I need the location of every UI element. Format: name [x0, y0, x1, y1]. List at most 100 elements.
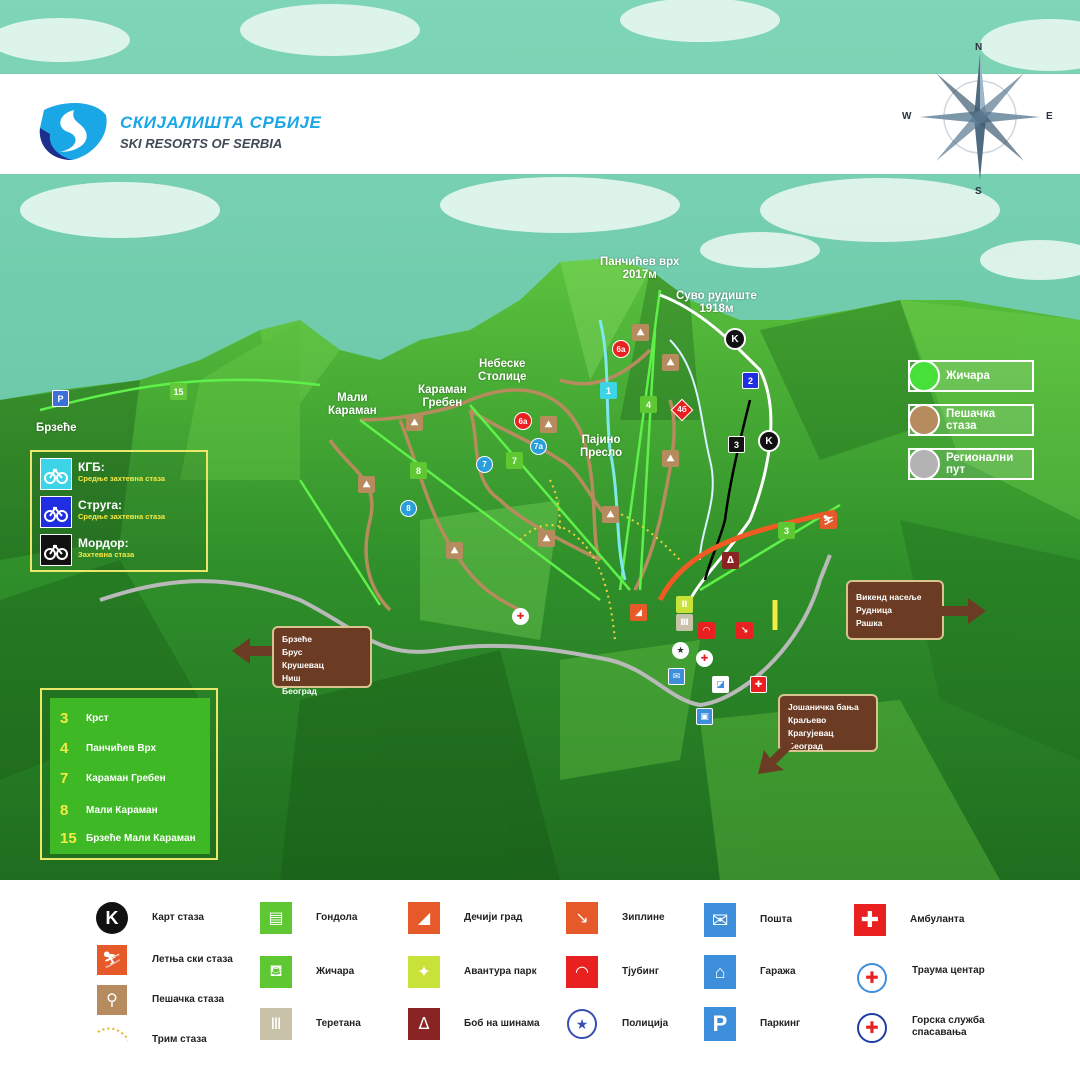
ambulance-marker-icon[interactable]: ✚: [750, 676, 767, 693]
tubing-icon: ◠: [566, 956, 598, 988]
hiking-marker-icon[interactable]: ⛰: [632, 324, 649, 341]
peak-suvo-elev: 1918м: [699, 303, 734, 315]
place-brzece: Брзеће: [36, 422, 77, 434]
legend-gym-label: Теретана: [316, 1018, 361, 1029]
run-6a-marker[interactable]: 6a: [612, 340, 630, 358]
place-mali-karaman-line2: Караман: [328, 405, 377, 417]
map-legend: K Карт стаза ⛷ Летња ски стаза ⚲ Пешачка…: [0, 880, 1080, 1080]
route-legend-hiking: Пешачка стаза: [908, 404, 1034, 436]
mountain-facets: [0, 258, 1080, 880]
gondola-15-marker[interactable]: 15: [170, 383, 187, 400]
gym-marker-icon[interactable]: Ⅲ: [676, 614, 693, 631]
hiking-marker-icon[interactable]: ⛰: [662, 450, 679, 467]
compass-east: E: [1046, 111, 1053, 122]
bike-mordor-difficulty: Захтевна стаза: [78, 550, 135, 559]
place-mali-karaman: Мали Караман: [328, 392, 377, 418]
kart-icon: K: [96, 902, 128, 934]
chairlift-legend-num: 8: [60, 802, 69, 819]
legend-kart-label: Карт стаза: [152, 912, 204, 923]
hiking-marker-icon[interactable]: ⛰: [538, 530, 555, 547]
legend-post-label: Пошта: [760, 914, 793, 925]
police-marker-icon[interactable]: ★: [672, 642, 689, 659]
hiking-marker-icon[interactable]: ⛰: [602, 506, 619, 523]
bike-trail-1-marker[interactable]: 1: [600, 382, 617, 399]
brand-title: СКИЈАЛИШТА СРБИЈЕ: [120, 113, 322, 132]
summer-ski-marker-icon[interactable]: ⛷: [820, 512, 837, 529]
zipline-marker-icon[interactable]: ↘: [736, 622, 753, 639]
run-8-marker[interactable]: 8: [400, 500, 417, 517]
chairlift-7-marker[interactable]: 7: [506, 452, 523, 469]
legend-mountain-rescue-line2: спасавања: [912, 1027, 967, 1038]
route-legend-hiking-line1: Пешачка: [946, 408, 996, 420]
legend-bobsled-label: Боб на шинама: [464, 1018, 540, 1029]
legend-trauma-center-label: Траума центар: [912, 965, 985, 976]
legend-trim-label: Трим стаза: [152, 1034, 207, 1045]
chairlift-3-marker[interactable]: 3: [778, 522, 795, 539]
legend-mountain-rescue-label: Горска служба спасавања: [912, 1015, 985, 1039]
legend-summer-ski-label: Летња ски стаза: [152, 954, 233, 965]
peak-pancic-name: Панчићев врх: [600, 256, 680, 268]
route-legend-road-label: Регионални пут: [946, 452, 1013, 476]
bike-struga-difficulty: Средње захтевна стаза: [78, 512, 166, 521]
chairlift-legend-num: 4: [60, 740, 69, 757]
hiking-marker-icon[interactable]: ⛰: [446, 542, 463, 559]
run-6a-lower-marker[interactable]: 6a: [514, 412, 532, 430]
place-nebeske-line2: Столице: [478, 371, 527, 383]
sign-west-line: Крушевац: [282, 660, 324, 670]
garage-icon: ⌂: [704, 955, 736, 989]
kart-marker-upper[interactable]: K: [724, 328, 746, 350]
trim-trail-icon: [96, 1024, 128, 1056]
hiking-marker-icon[interactable]: ⛰: [540, 416, 557, 433]
compass-rose: N S E W: [900, 40, 1060, 200]
run-7a-marker[interactable]: 7a: [530, 438, 547, 455]
bike-mordor-name: Мордор:: [78, 536, 129, 550]
bike-trail-3-marker[interactable]: 3: [728, 436, 745, 453]
summer-ski-path: [657, 509, 836, 602]
hiking-marker-icon[interactable]: ⛰: [406, 414, 423, 431]
chairlift-8-marker[interactable]: 8: [410, 462, 427, 479]
adventure-park-marker-icon[interactable]: Ⅱ: [676, 596, 693, 613]
bike-kgb-name: КГБ:: [78, 460, 105, 474]
tubing-marker-icon[interactable]: ◠: [698, 622, 715, 639]
route-legend-hiking-label: Пешачка стаза: [946, 408, 995, 432]
chairlift-4-marker[interactable]: 4: [640, 396, 657, 413]
legend-police-label: Полиција: [622, 1018, 669, 1029]
gym-icon: Ⅲ: [260, 1008, 292, 1040]
kids-park-marker-icon[interactable]: ◢: [630, 604, 647, 621]
bobsled-marker-icon[interactable]: ᐃ: [722, 552, 739, 569]
peak-pancic: Панчићев врх 2017м: [600, 256, 679, 282]
legend-hiking-label: Пешачка стаза: [152, 994, 225, 1005]
parking-small-marker-icon[interactable]: ◪: [712, 676, 729, 693]
sign-southeast-line: Београд: [788, 741, 823, 751]
mountain-rescue-marker-icon[interactable]: ✚: [512, 608, 529, 625]
legend-parking-label: Паркинг: [760, 1018, 801, 1029]
sign-east-line: Рудница: [856, 605, 892, 615]
bike-trail-struga: [669, 339, 714, 561]
direction-sign-east: Викенд насеље Рудница Рашка: [846, 580, 944, 640]
parking-marker-icon[interactable]: P: [52, 390, 69, 407]
legend-gondola-label: Гондола: [316, 912, 358, 923]
post-marker-icon[interactable]: ✉: [668, 668, 685, 685]
regional-road: [99, 554, 832, 708]
arrow-west-icon: [232, 638, 282, 664]
bike-trail-2-marker[interactable]: 2: [742, 372, 759, 389]
run-7-marker[interactable]: 7: [476, 456, 493, 473]
chairlift-legend-name: Брзеће Мали Караман: [86, 833, 196, 845]
hiking-swatch-icon: [908, 404, 940, 436]
bike-mordor-icon: [40, 534, 72, 566]
bike-kgb-difficulty: Средње захтевна стаза: [78, 474, 166, 483]
brand-subtitle: SKI RESORTS OF SERBIA: [120, 136, 283, 151]
bike-trail-kgb: [598, 319, 627, 581]
bobsled-icon: ᐃ: [408, 1008, 440, 1040]
hiking-marker-icon[interactable]: ⛰: [662, 354, 679, 371]
garage-marker-icon[interactable]: ▣: [696, 708, 713, 725]
compass-south: S: [975, 186, 982, 197]
kart-marker-lower[interactable]: K: [758, 430, 780, 452]
trauma-center-marker-icon[interactable]: ✚: [696, 650, 713, 667]
direction-sign-southeast: Јошаничка бања Краљево Крагујевац Београ…: [778, 694, 878, 752]
hiking-marker-icon[interactable]: ⛰: [358, 476, 375, 493]
